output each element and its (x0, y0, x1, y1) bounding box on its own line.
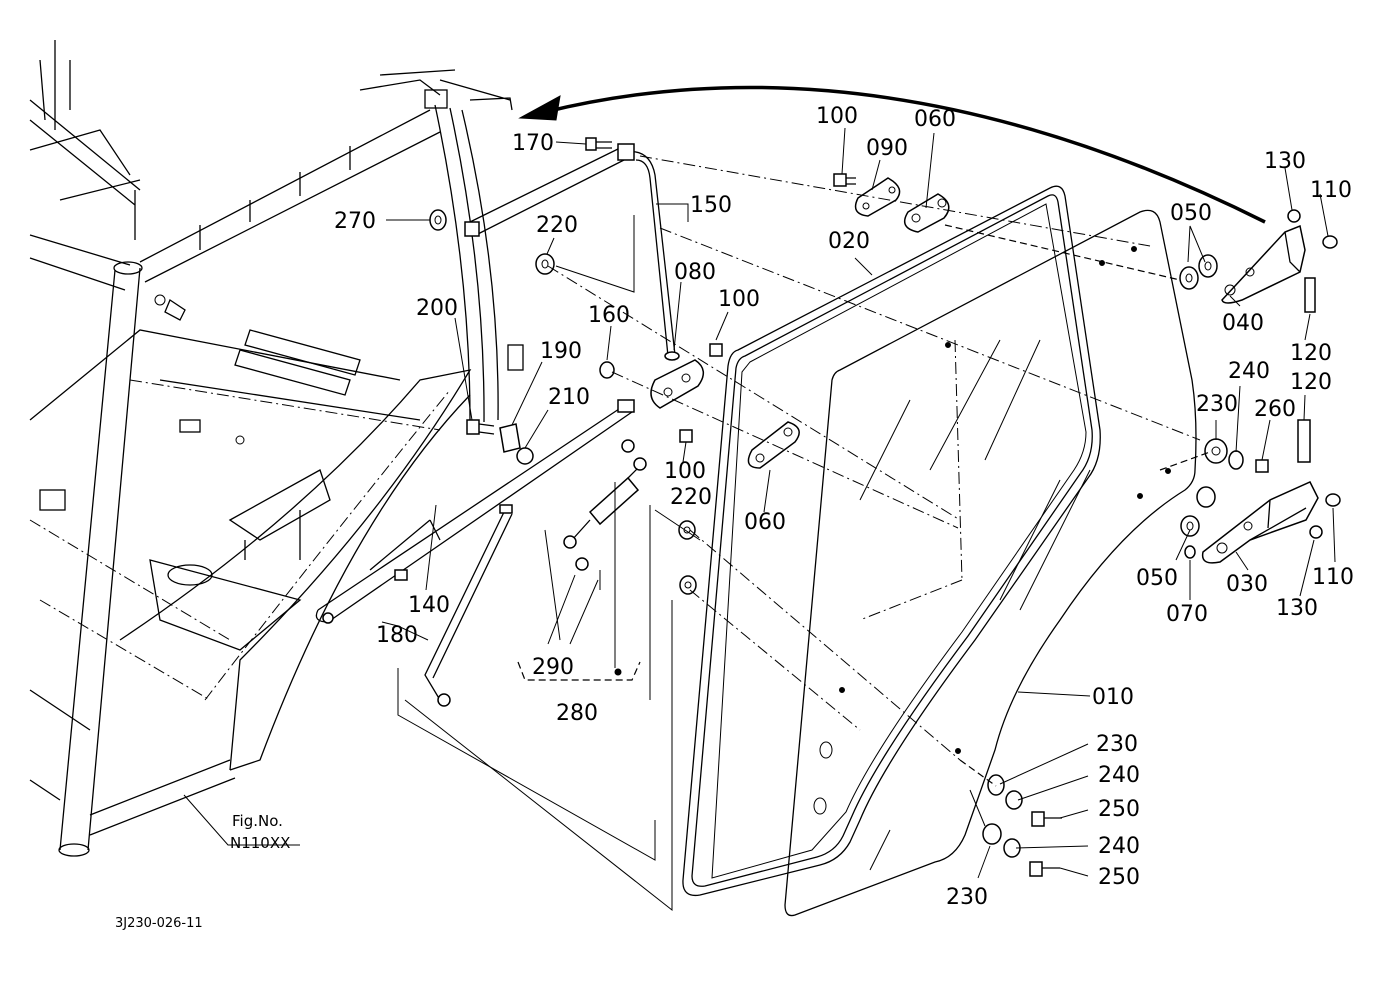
leader-lines (183, 127, 1336, 879)
callout-250-a: 250 (1098, 797, 1140, 822)
callout-110-top: 110 (1310, 178, 1352, 203)
callout-160: 160 (588, 303, 630, 328)
drawing-code: 3J230-026-11 (115, 916, 203, 931)
figure-info: Fig.No. N110XX 3J230-026-11 (115, 812, 290, 931)
callout-030: 030 (1226, 572, 1268, 597)
callout-060-top: 060 (914, 107, 956, 132)
callout-110-bottom: 110 (1312, 565, 1354, 590)
lower-rod-180 (424, 504, 513, 707)
cab-frame (29, 40, 524, 857)
callout-230-low2: 230 (946, 885, 988, 910)
callout-280: 280 (556, 701, 598, 726)
fasteners (429, 137, 1341, 877)
callout-190: 190 (540, 339, 582, 364)
callout-200: 200 (416, 296, 458, 321)
callout-100-low: 100 (664, 459, 706, 484)
callout-120-top: 120 (1290, 341, 1332, 366)
callout-020: 020 (828, 229, 870, 254)
callout-140: 140 (408, 593, 450, 618)
callout-240-low1: 240 (1098, 763, 1140, 788)
callout-070: 070 (1166, 602, 1208, 627)
callout-090: 090 (866, 136, 908, 161)
callout-240-right: 240 (1228, 359, 1270, 384)
lower-stay-rod-140 (315, 399, 635, 624)
callout-250-b: 250 (1098, 865, 1140, 890)
callout-260: 260 (1254, 397, 1296, 422)
callout-270: 270 (334, 209, 376, 234)
callout-labels: 010 020 030 040 050 050 060 060 070 080 … (334, 104, 1354, 910)
fig-label: Fig.No. (232, 812, 283, 830)
callout-010: 010 (1092, 685, 1134, 710)
callout-230-low1: 230 (1096, 732, 1138, 757)
callout-040: 040 (1222, 311, 1264, 336)
callout-230-right: 230 (1196, 392, 1238, 417)
callout-130-bottom: 130 (1276, 596, 1318, 621)
callout-100-mid: 100 (718, 287, 760, 312)
callout-170: 170 (512, 131, 554, 156)
callout-080: 080 (674, 260, 716, 285)
callout-220-top: 220 (536, 213, 578, 238)
callout-210: 210 (548, 385, 590, 410)
callout-060-mid: 060 (744, 510, 786, 535)
callout-240-low2: 240 (1098, 834, 1140, 859)
door-seal-020 (682, 185, 1101, 897)
callout-290: 290 (532, 655, 574, 680)
upper-stay-rod-150 (464, 143, 680, 361)
assembly-lines (397, 155, 1211, 912)
callout-130-top: 130 (1264, 149, 1306, 174)
callout-050-bottom: 050 (1136, 566, 1178, 591)
callout-220-mid: 220 (670, 485, 712, 510)
callout-150: 150 (690, 193, 732, 218)
transfer-arrow (518, 85, 1266, 224)
door-glass-010 (784, 209, 1197, 917)
callout-180: 180 (376, 623, 418, 648)
gas-strut-280 (517, 439, 647, 681)
hinge-brackets (650, 177, 950, 469)
callout-100-top: 100 (816, 104, 858, 129)
fig-number: N110XX (230, 834, 290, 852)
callout-050-top: 050 (1170, 201, 1212, 226)
callout-120-mid: 120 (1290, 370, 1332, 395)
